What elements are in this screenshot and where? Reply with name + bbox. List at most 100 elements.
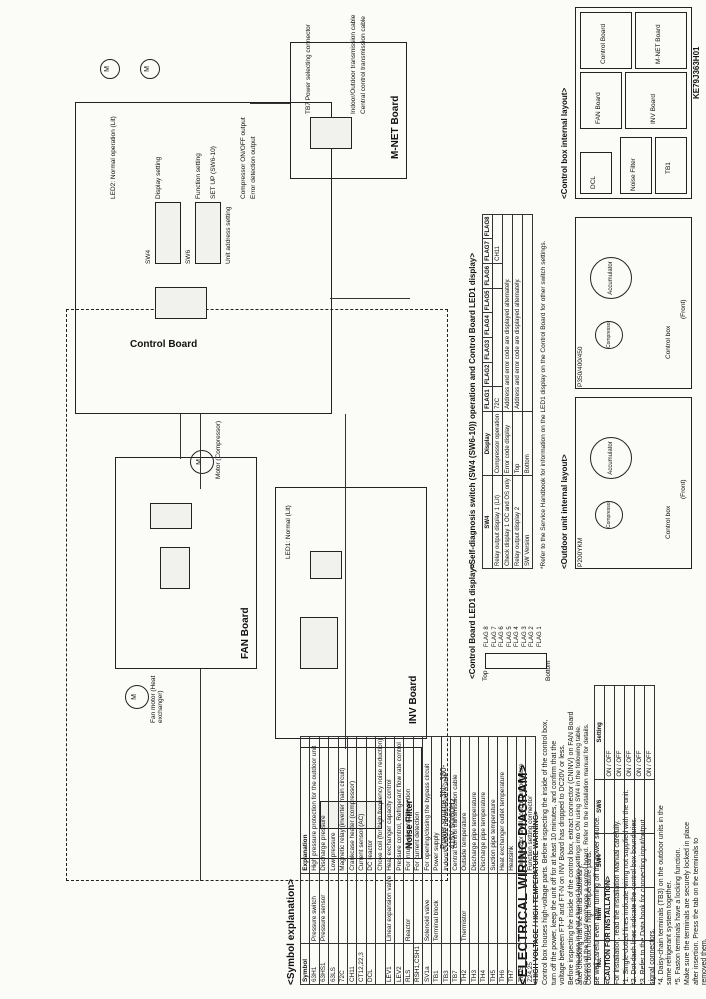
table-cell <box>516 873 526 944</box>
table-cell: Discharge pressure <box>319 736 329 874</box>
table-cell <box>488 873 498 944</box>
table-cell: CH11 <box>347 943 357 985</box>
table-cell <box>375 873 386 944</box>
table-cell: CH11 <box>492 214 503 264</box>
inv-board <box>275 487 427 739</box>
compressor-motor-symbol: M <box>190 450 214 474</box>
control-cpu-chip <box>155 287 207 319</box>
unit-address-label: Unit address setting <box>225 206 232 264</box>
table-cell: Bottom <box>522 411 533 476</box>
display-setting-label: Display setting <box>155 156 162 199</box>
table-cell: RLS <box>403 943 414 985</box>
table-cell: Relay output display 1 (Lit) <box>492 475 503 569</box>
table-cell: 63HS1 <box>319 943 329 985</box>
table-cell <box>413 873 423 944</box>
fan-board-label: FAN Board <box>240 607 251 659</box>
table-cell: DC reactor <box>366 736 376 874</box>
control-board-label: Control Board <box>130 339 198 350</box>
compressor-b-label: Compressor <box>606 320 612 348</box>
selfdiag-heading: <Self-diagnosis switch (SW4 (SW6-10)) op… <box>468 252 477 569</box>
table-cell: 72C <box>492 386 503 412</box>
table-cell: Error code display <box>502 411 513 476</box>
front-b-label: (Front) <box>680 299 687 320</box>
function-setting-label: Function setting <box>195 153 202 199</box>
accumulator-b: Accumulator <box>590 257 632 299</box>
selfdiag-table: SW4 Display FLAG1 FLAG2 FLAG3 FLAG4 FLAG… <box>482 214 533 569</box>
table-row: TH3 Discharge pipe temperature <box>469 736 479 985</box>
caution-line: *5. Faston terminals have a locking func… <box>675 847 682 985</box>
table-cell: TH6 <box>497 943 508 985</box>
table-cell: Relay output display 2 <box>512 475 523 569</box>
control-box-a-label: Control box <box>665 505 672 539</box>
table-cell: ON / OFF <box>624 685 635 780</box>
compressor-wire <box>200 414 201 489</box>
table-cell: SW Version <box>522 475 533 569</box>
table-cell: High pressure protection for the outdoor… <box>309 736 320 874</box>
led-flag-label: FLAG 4 <box>514 626 520 647</box>
table-cell: Choke coil (for high frequency noise red… <box>375 736 386 874</box>
table-cell <box>507 873 517 944</box>
table-cell: Pressure sensor <box>319 873 329 944</box>
sw4-dip[interactable] <box>155 202 181 264</box>
table-row: ON / OFF <box>604 685 615 985</box>
table-cell: Heatsink <box>507 736 517 874</box>
table-cell <box>375 943 386 985</box>
accumulator-a: Accumulator <box>590 437 632 479</box>
selfdiag-col-flag2: FLAG2 <box>482 362 493 387</box>
mnet-link-wire <box>250 103 290 104</box>
table-cell: TB3 <box>441 943 451 985</box>
caution-line: Make sure the terminals are securely loc… <box>683 821 691 985</box>
table-cell: TH15 <box>516 943 526 985</box>
selfdiag-col-flag4: FLAG4 <box>482 312 493 338</box>
sw6-dip[interactable] <box>195 202 221 264</box>
table-cell: For inrush current prevention <box>403 736 414 874</box>
outdoor-layout-heading: <Outdoor unit internal layout> <box>560 454 569 569</box>
table-cell <box>522 214 533 412</box>
table-cell: TH3 <box>469 943 479 985</box>
table-cell <box>478 873 489 944</box>
table-cell: Outside temperature <box>460 736 470 874</box>
table-cell: TH4 <box>478 943 489 985</box>
sw6-label: SW6 <box>185 249 192 264</box>
led-bottom-label: Bottom <box>545 660 552 681</box>
lev-m-symbol: M <box>140 59 160 79</box>
table-cell: For opening/closing the bypass circuit <box>422 736 432 874</box>
compressor-motor-label: Motor (Compressor) <box>215 420 222 479</box>
tb7-power-label: TB7 Power selecting connector <box>305 24 312 114</box>
comp-onoff-label: Compressor ON/OFF output <box>240 117 247 199</box>
led-flag-label: FLAG 6 <box>499 626 505 647</box>
caution-line: removed them. <box>701 938 706 985</box>
led-display <box>485 653 547 669</box>
table-cell <box>338 873 348 944</box>
table-row: Choke coil (for high frequency noise red… <box>375 736 386 985</box>
warning-line: turn off the power, keep the unit off fo… <box>550 740 558 985</box>
front-a-label: (Front) <box>680 479 687 500</box>
write-col-sw4: SW4 <box>594 833 605 888</box>
write-col-setting: Setting <box>594 685 605 780</box>
table-cell: Low pressure <box>328 736 339 874</box>
table-cell: 63LS <box>328 943 339 985</box>
table-cell: ON / OFF <box>644 685 655 780</box>
table-cell: Discharge pipe temperature <box>469 736 479 874</box>
central-transmission-label: Central control transmission cable <box>360 16 367 114</box>
table-cell: TH7 <box>507 943 517 985</box>
table-cell: ON / OFF <box>634 685 645 780</box>
accumulator-a-label: Accumulator <box>608 441 614 475</box>
warning-line: Control box houses high-voltage parts. B… <box>541 719 549 985</box>
warning-line: voltage between FT-P and FT-N on INV Boa… <box>559 744 567 985</box>
cbox-control-board-label: Control Board <box>600 23 607 64</box>
mnet-board-label: M-NET Board <box>390 95 401 159</box>
caution-line: after insertion. Press the tab on the te… <box>692 837 700 985</box>
table-cell: Top <box>512 411 523 476</box>
symbol-table-header <box>300 873 310 944</box>
table-cell: Compressor operation <box>492 411 503 476</box>
fan-supply-wire <box>200 669 201 881</box>
